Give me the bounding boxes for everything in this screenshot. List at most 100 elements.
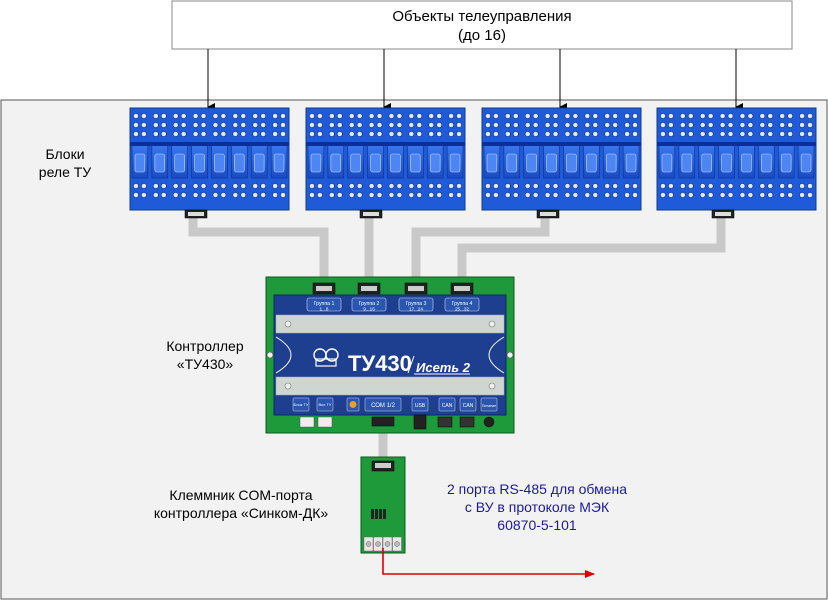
bottom-label: CAN: [442, 403, 453, 409]
relay-window: [701, 153, 712, 173]
screw-terminal: [160, 183, 167, 189]
screw-terminal: [212, 113, 219, 119]
screw-terminal: [336, 122, 343, 128]
screw-terminal: [699, 122, 706, 128]
screw-terminal: [388, 113, 395, 119]
screw-terminal: [687, 183, 694, 189]
relay-window: [134, 153, 146, 173]
objects-title: Объекты телеуправления: [392, 8, 571, 25]
terminal-label-1: Клеммник COM-порта: [169, 487, 312, 503]
screw-terminal: [448, 122, 454, 128]
relay-connector-pins: [715, 212, 731, 216]
screw-terminal: [172, 113, 179, 119]
screw-terminal: [396, 122, 403, 128]
screw-terminal: [727, 183, 734, 189]
screw-terminal: [624, 131, 630, 137]
screw-terminal: [687, 192, 694, 198]
screw-terminal: [604, 192, 611, 198]
screw-terminal: [356, 192, 363, 198]
screw-terminal: [408, 183, 415, 189]
screw-terminal: [376, 131, 383, 137]
screw-terminal: [632, 192, 638, 198]
screw-terminal: [759, 122, 766, 128]
screw-terminal: [240, 131, 247, 137]
screw-terminal: [192, 131, 199, 137]
relay-window: [214, 153, 225, 173]
screw-terminal: [416, 122, 423, 128]
screw-terminal: [212, 192, 219, 198]
screw-terminal: [552, 113, 559, 119]
connector-block-ty: [299, 416, 315, 428]
screw-terminal: [456, 183, 462, 189]
relay-window: [566, 153, 577, 173]
screw-terminal: [436, 183, 443, 189]
screw-terminal: [172, 183, 179, 189]
screw-terminal: [739, 192, 746, 198]
relay-window: [661, 153, 673, 173]
screw-terminal: [668, 192, 674, 198]
screw-terminal: [220, 183, 227, 189]
screw-terminal: [348, 131, 355, 137]
right-curve: [488, 336, 505, 374]
screw-terminal: [240, 192, 247, 198]
screw-terminal: [356, 183, 363, 189]
screw-terminal: [260, 192, 267, 198]
logo-icon: [313, 348, 339, 367]
relay-window: [741, 153, 752, 173]
com-connector: [371, 416, 395, 427]
lower-panel: [275, 376, 505, 396]
group-range: 1...8: [320, 307, 329, 312]
screw-terminal: [348, 113, 355, 119]
screw-terminal: [544, 113, 551, 119]
terminal-screw: [365, 541, 372, 547]
screw-terminal: [133, 122, 139, 128]
screw-terminal: [416, 113, 423, 119]
screw-terminal: [544, 122, 551, 128]
screw-terminal: [524, 122, 531, 128]
screw-terminal: [212, 122, 219, 128]
group-label-box: [398, 297, 434, 312]
relay-blocks-label-1: Блоки: [45, 146, 84, 162]
screw-terminal: [152, 192, 159, 198]
screw-terminal: [220, 113, 227, 119]
screw-terminal: [200, 113, 207, 119]
ribbon-cable-4: [457, 212, 726, 285]
screw-terminal: [632, 113, 638, 119]
screw-terminal: [448, 131, 454, 137]
screw-terminal: [388, 183, 395, 189]
screw-terminal: [584, 122, 591, 128]
relay-band: [306, 142, 465, 146]
group-connector-pins: [316, 286, 332, 291]
screw-terminal: [624, 183, 630, 189]
screw-terminal: [747, 113, 754, 119]
screw-terminal: [544, 183, 551, 189]
group-range: 25...32: [455, 307, 469, 312]
ribbon-cable-3: [411, 212, 550, 285]
screw-terminal: [485, 183, 491, 189]
bottom-label-box: [292, 397, 310, 412]
screw-terminal: [719, 183, 726, 189]
screw-terminal: [624, 122, 630, 128]
screw-terminal: [240, 183, 247, 189]
screw-terminal: [428, 113, 435, 119]
screw-terminal: [133, 113, 139, 119]
model-slash: [407, 355, 415, 374]
screw-terminal: [572, 183, 579, 189]
relay-window: [586, 153, 597, 173]
screw-terminal: [317, 122, 323, 128]
screw-terminal: [592, 131, 599, 137]
rs485-label-1: 2 порта RS-485 для обмена: [447, 481, 627, 497]
screw-terminal: [172, 122, 179, 128]
screw-terminal: [232, 113, 239, 119]
screw-terminal: [592, 122, 599, 128]
screw-terminal: [436, 122, 443, 128]
terminal-chip: [371, 509, 374, 519]
screw-terminal: [260, 113, 267, 119]
relay-connector-pins: [540, 212, 556, 216]
com-label-box: [364, 397, 402, 412]
screw-terminal: [799, 183, 805, 189]
screw-terminal: [524, 183, 531, 189]
screw-terminal: [787, 113, 794, 119]
terminal-label-2: контроллера «Синком-ДК»: [154, 505, 329, 521]
screw: [488, 320, 496, 328]
